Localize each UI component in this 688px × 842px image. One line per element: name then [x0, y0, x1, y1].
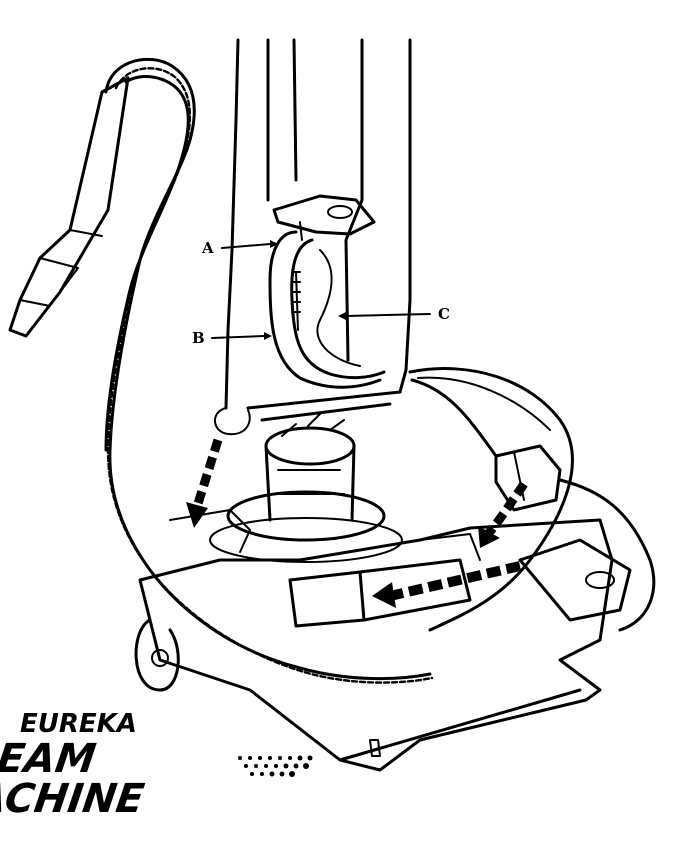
- power-cord: [268, 230, 386, 389]
- motor-icon: [209, 413, 403, 563]
- hose-icon: [104, 57, 434, 684]
- callout-leaders: [211, 240, 431, 340]
- handle-tube: [214, 38, 412, 436]
- callout-b: B: [192, 329, 205, 347]
- logo-line-1: EUREKA: [20, 709, 137, 739]
- brand-logo: EUREKA DREAM MACHINE: [0, 709, 313, 822]
- vacuum-base: [134, 509, 632, 772]
- arrow-icon: [186, 438, 528, 608]
- plug-icon: [494, 444, 562, 512]
- external-cord: [408, 367, 656, 632]
- logo-line-3: MACHINE: [0, 776, 147, 822]
- callout-c: C: [438, 305, 450, 323]
- logo-speed-dots: [238, 755, 313, 777]
- upholstery-tool-icon: [8, 76, 130, 338]
- cord-clip: [272, 194, 376, 241]
- callout-a: A: [201, 239, 214, 257]
- logo-line-2: DREAM: [0, 736, 99, 782]
